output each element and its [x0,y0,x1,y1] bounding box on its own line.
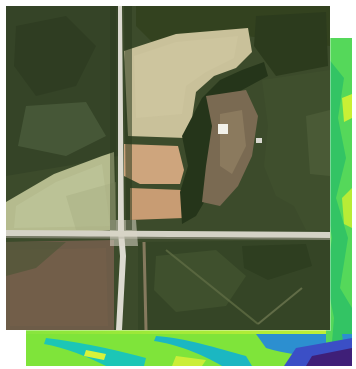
aerial-photo-image [6,6,330,330]
aerial-photo-layer [6,6,330,330]
